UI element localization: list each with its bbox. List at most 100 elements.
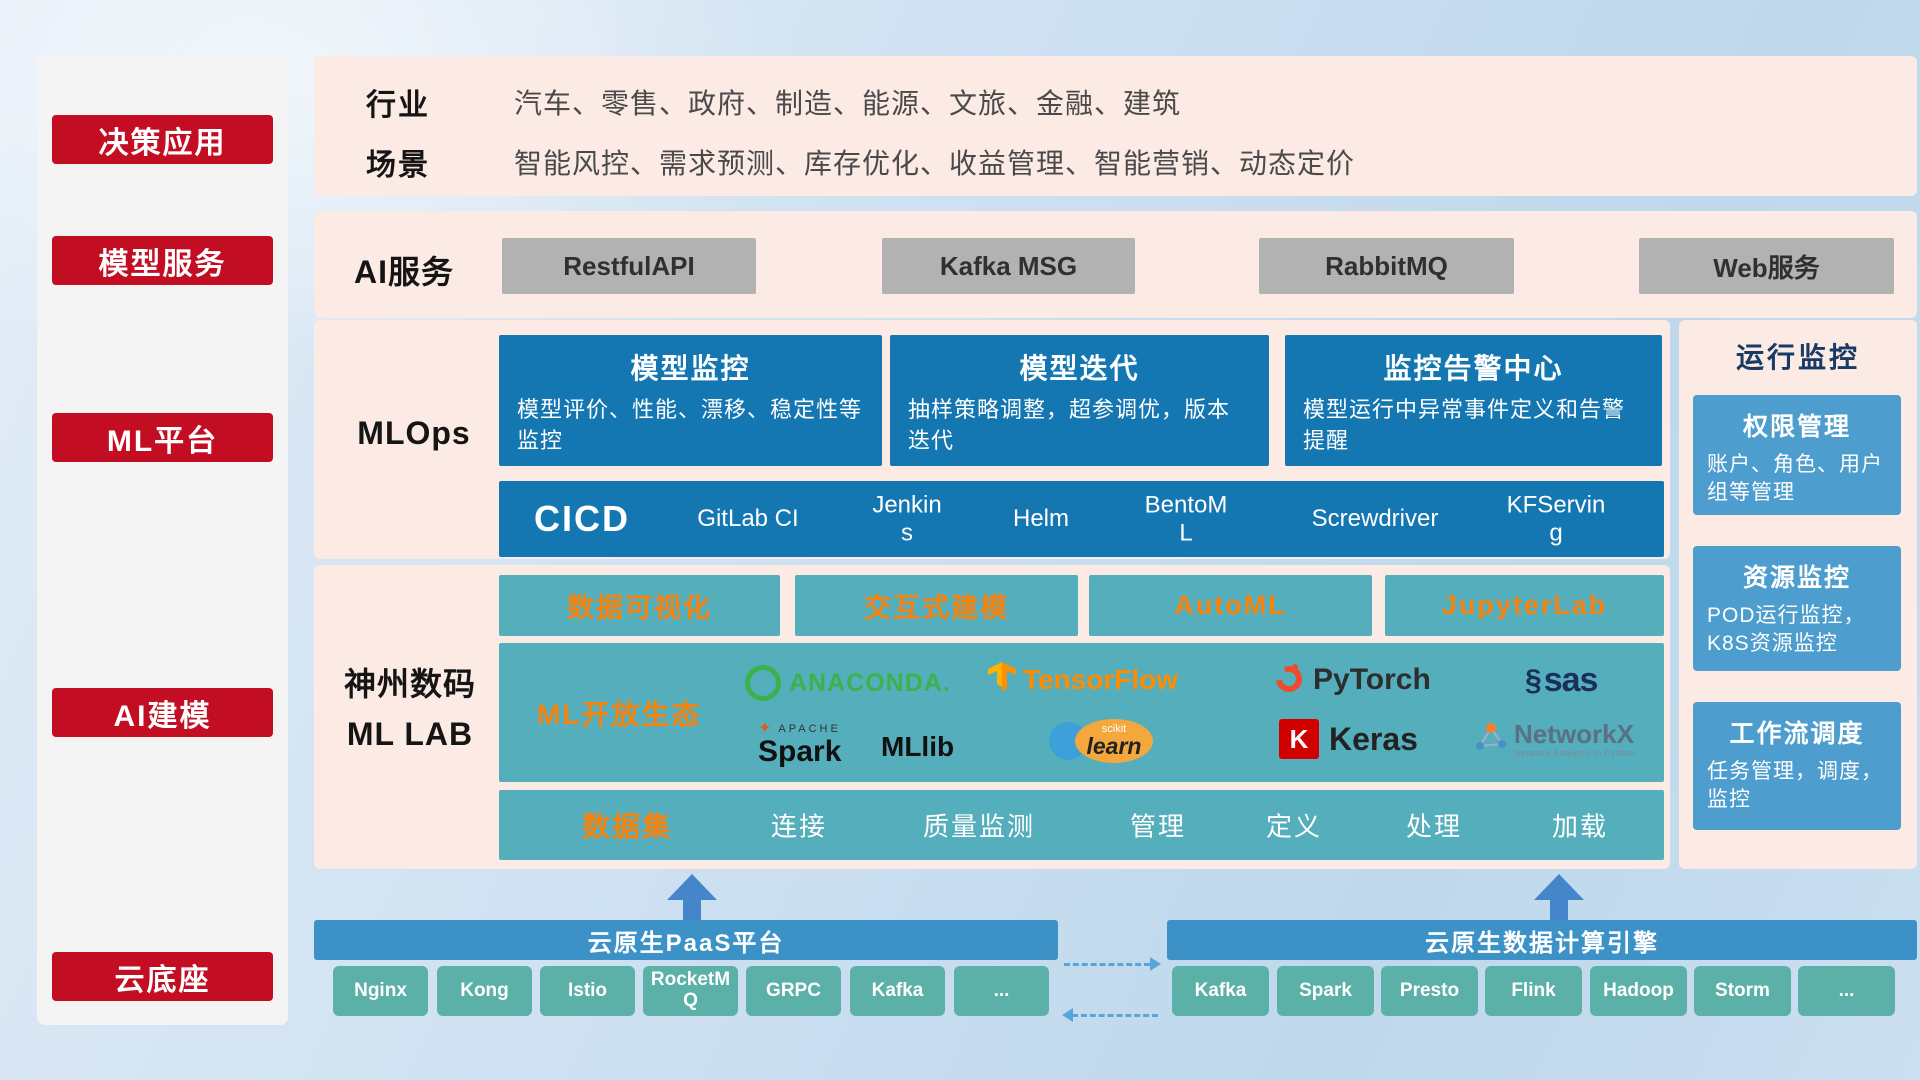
alert-center-desc: 模型运行中异常事件定义和告警提醒	[1303, 397, 1626, 453]
sidebar-item-ai-modeling: AI建模	[52, 688, 273, 737]
cicd-bar: CICD GitLab CI Jenkins Helm BentoML Scre…	[499, 481, 1664, 557]
anaconda-logo: ANACONDA.	[745, 665, 951, 701]
restful-api-button: RestfulAPI	[502, 238, 756, 294]
anaconda-wordmark: ANACONDA.	[789, 668, 951, 697]
tensorflow-logo: TensorFlow	[987, 661, 1178, 698]
left-rail: 决策应用 模型服务 ML平台 AI建模 云底座	[37, 56, 288, 1025]
up-arrow-left-stem	[683, 899, 701, 920]
sidebar-item-decision-apps: 决策应用	[52, 115, 273, 164]
dataset-item-connect: 连接	[770, 811, 828, 842]
tensorflow-wordmark: TensorFlow	[1023, 663, 1179, 695]
web-service-button: Web服务	[1639, 238, 1894, 294]
rabbitmq-button: RabbitMQ	[1259, 238, 1514, 294]
chip-kafka-compute: Kafka	[1172, 966, 1269, 1016]
running-monitor-title: 运行监控	[1735, 342, 1860, 373]
resource-monitor-title: 资源监控	[1742, 564, 1851, 592]
mlops-panel: MLOps 模型监控 模型评价、性能、漂移、稳定性等监控 模型迭代 抽样策略调整…	[314, 320, 1670, 559]
anaconda-ring-icon	[745, 665, 781, 701]
scene-label: 场景	[366, 149, 430, 182]
industry-label: 行业	[366, 89, 430, 122]
automl-box: AutoML	[1089, 575, 1372, 636]
chip-presto: Presto	[1381, 966, 1478, 1016]
ml-lab-panel: 神州数码 ML LAB 数据可视化 交互式建模 AutoML JupyterLa…	[314, 565, 1670, 869]
chip-grpc: GRPC	[746, 966, 841, 1016]
model-monitor-card: 模型监控 模型评价、性能、漂移、稳定性等监控	[499, 335, 882, 466]
model-iteration-title: 模型迭代	[1019, 353, 1140, 384]
ai-service-panel: AI服务 RestfulAPI Kafka MSG RabbitMQ Web服务	[314, 211, 1917, 318]
up-arrow-right-icon	[1534, 874, 1584, 900]
sas-swirl-icon: §	[1525, 663, 1542, 697]
mlops-label: MLOps	[357, 415, 471, 451]
networkx-graph-icon	[1472, 719, 1510, 760]
mllib-logo: MLlib	[881, 731, 954, 763]
workflow-scheduler-title: 工作流调度	[1729, 720, 1865, 748]
pytorch-flame-icon	[1273, 660, 1305, 699]
ml-ecosystem-box: ML开放生态 ANACONDA. TensorFlow	[499, 643, 1664, 782]
permission-desc: 账户、角色、用户组等管理	[1707, 453, 1883, 505]
dataset-item-manage: 管理	[1129, 811, 1187, 842]
model-iteration-desc: 抽样策略调整，超参调优，版本迭代	[908, 397, 1231, 453]
model-monitor-title: 模型监控	[630, 353, 751, 384]
networkx-wordmark: NetworkX	[1514, 719, 1634, 750]
keras-wordmark: Keras	[1329, 720, 1418, 757]
tensorflow-icon	[987, 661, 1017, 698]
scikit-learn-logo: scikit learn	[1049, 719, 1153, 763]
chip-spark: Spark	[1277, 966, 1374, 1016]
up-arrow-right-stem	[1550, 899, 1568, 920]
industry-list: 汽车、零售、政府、制造、能源、文旅、金融、建筑	[514, 88, 1182, 119]
scikit-top-label: scikit	[1101, 723, 1127, 735]
cicd-item-helm: Helm	[1012, 505, 1069, 533]
ml-lab-label-line1: 神州数码	[343, 666, 476, 702]
sidebar-item-model-service: 模型服务	[52, 236, 273, 285]
up-arrow-left-icon	[667, 874, 717, 900]
spark-wordmark: Spark	[758, 735, 842, 768]
ai-service-label: AI服务	[354, 254, 455, 290]
resource-monitor-card: 资源监控 POD运行监控，K8S资源监控	[1693, 546, 1901, 671]
compute-engine-header: 云原生数据计算引擎	[1167, 920, 1917, 960]
sas-wordmark: sas	[1543, 661, 1599, 699]
alert-center-card: 监控告警中心 模型运行中异常事件定义和告警提醒	[1285, 335, 1662, 466]
running-monitor-panel: 运行监控 权限管理 账户、角色、用户组等管理 资源监控 POD运行监控，K8S资…	[1679, 320, 1917, 869]
chip-compute-more: ...	[1798, 966, 1895, 1016]
data-visualization-box: 数据可视化	[499, 575, 780, 636]
sidebar-item-cloud-base: 云底座	[52, 952, 273, 1001]
dashed-arrow-right-line	[1064, 963, 1150, 966]
resource-monitor-desc: POD运行监控，K8S资源监控	[1707, 604, 1866, 656]
sas-logo: § sas	[1525, 661, 1599, 700]
model-iteration-card: 模型迭代 抽样策略调整，超参调优，版本迭代	[890, 335, 1269, 466]
permission-card: 权限管理 账户、角色、用户组等管理	[1693, 395, 1901, 515]
cicd-item-jenkins: Jenkins	[872, 491, 942, 546]
ml-lab-label-line2: ML LAB	[346, 715, 474, 752]
networkx-subtitle: Network Analysis in Python	[1514, 747, 1636, 758]
jupyterlab-box: JupyterLab	[1385, 575, 1664, 636]
sidebar-item-ml-platform: ML平台	[52, 413, 273, 462]
scene-list: 智能风控、需求预测、库存优化、收益管理、智能营销、动态定价	[514, 148, 1356, 179]
chip-paas-more: ...	[954, 966, 1049, 1016]
scikit-orange-badge: scikit learn	[1075, 719, 1153, 763]
workflow-scheduler-desc: 任务管理，调度，监控	[1707, 760, 1883, 812]
chip-nginx: Nginx	[333, 966, 428, 1016]
chip-istio: Istio	[540, 966, 635, 1016]
cicd-item-gitlab-ci: GitLab CI	[697, 505, 799, 533]
spark-logo: ✦ APACHE Spark	[758, 721, 841, 767]
interactive-modeling-box: 交互式建模	[795, 575, 1078, 636]
dataset-item-quality: 质量监测	[922, 811, 1036, 842]
industry-scene-panel: 行业 汽车、零售、政府、制造、能源、文旅、金融、建筑 场景 智能风控、需求预测、…	[314, 56, 1917, 196]
cicd-item-bentoml: BentoML	[1144, 491, 1228, 546]
dataset-label: 数据集	[581, 811, 673, 842]
networkx-logo: NetworkX Network Analysis in Python	[1472, 719, 1636, 760]
chip-flink: Flink	[1485, 966, 1582, 1016]
chip-rocketmq: RocketMQ	[643, 966, 738, 1016]
dashed-arrow-right-head-icon	[1150, 957, 1161, 971]
chip-hadoop: Hadoop	[1590, 966, 1687, 1016]
apache-label: APACHE	[778, 722, 841, 735]
dataset-item-define: 定义	[1265, 811, 1323, 842]
dataset-item-process: 处理	[1405, 811, 1463, 842]
dashed-arrow-left-head-icon	[1062, 1008, 1073, 1022]
ml-lab-label: 神州数码 ML LAB	[324, 660, 496, 759]
pytorch-wordmark: PyTorch	[1313, 662, 1431, 696]
dataset-item-load: 加载	[1551, 811, 1609, 842]
alert-center-title: 监控告警中心	[1383, 353, 1564, 384]
dataset-bar: 数据集 连接 质量监测 管理 定义 处理 加载	[499, 790, 1664, 860]
